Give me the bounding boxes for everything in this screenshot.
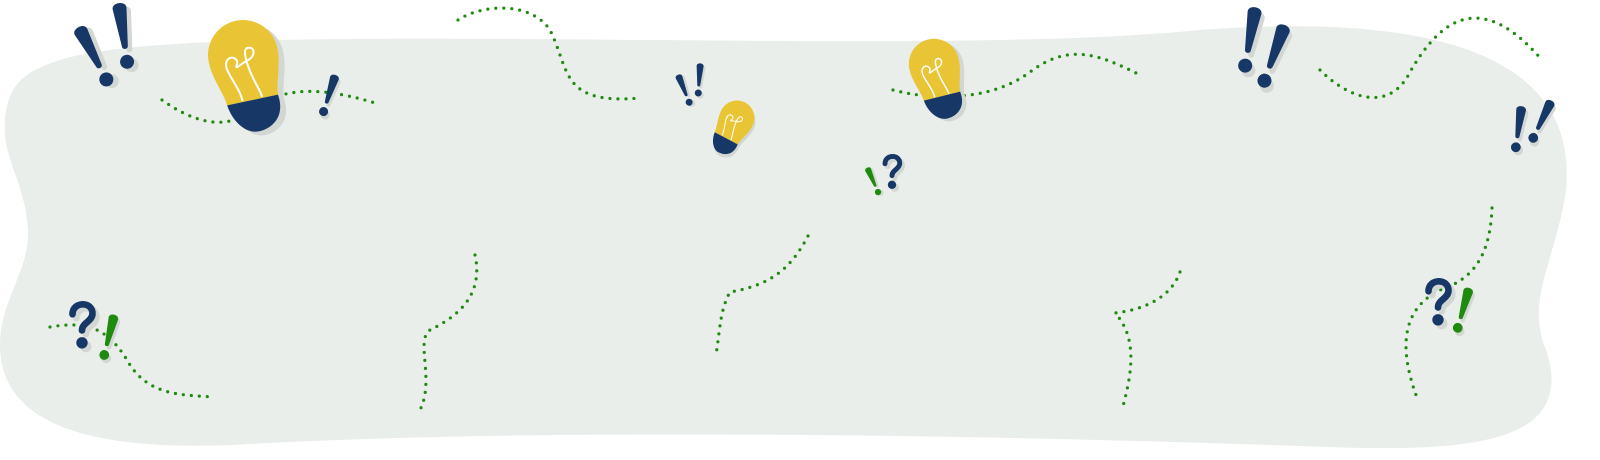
dotted-line xyxy=(1318,16,1544,99)
dotted-line xyxy=(1111,270,1182,412)
dotted-line xyxy=(456,6,642,101)
background-blob xyxy=(0,26,1567,449)
dotted-line xyxy=(1404,206,1494,397)
dotted-line xyxy=(418,253,479,412)
